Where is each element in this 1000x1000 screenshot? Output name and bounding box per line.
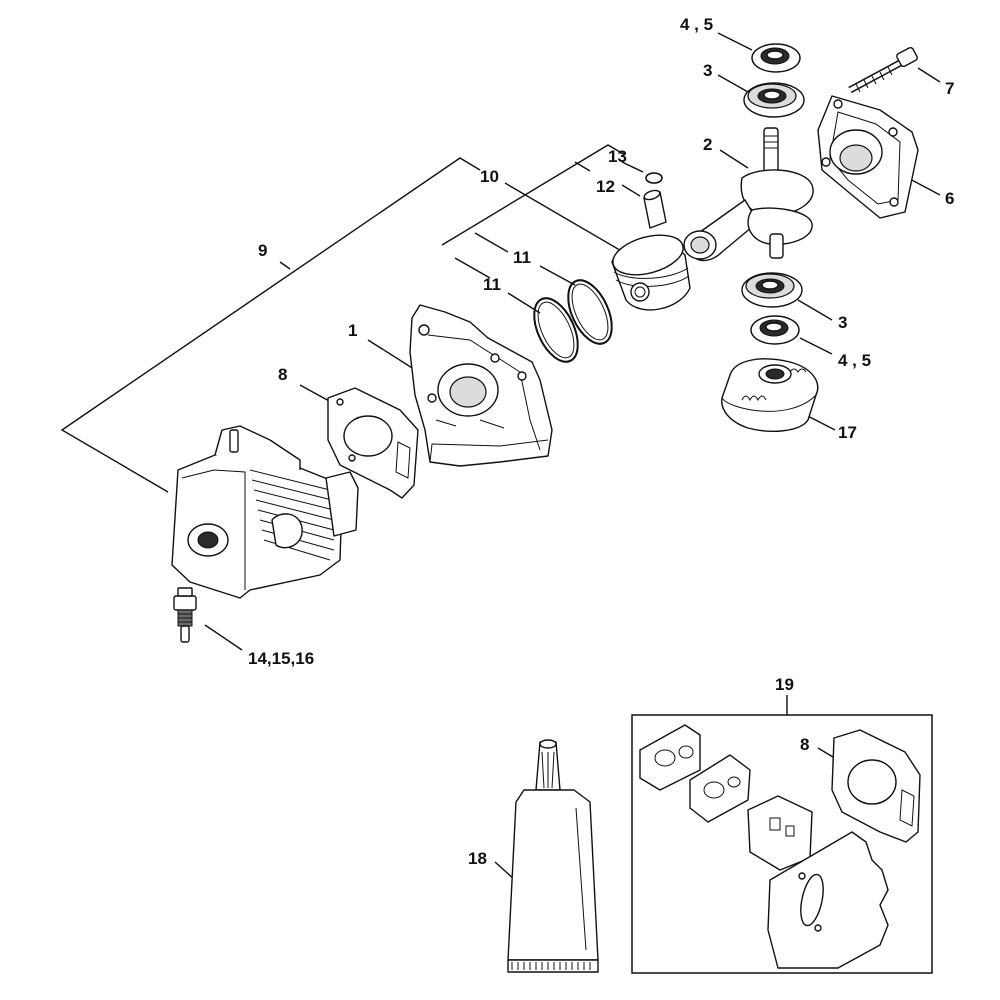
callout-17: 17 [838,423,857,442]
callout-labels: 4 , 5 3 7 2 6 13 12 10 9 11 11 3 1 4 , 5… [248,15,954,868]
callout-19: 19 [775,675,794,694]
callout-12: 12 [596,177,615,196]
callout-3-bottom: 3 [838,313,847,332]
callout-1: 1 [348,321,357,340]
piston-rings [533,279,613,363]
callout-6: 6 [945,189,954,208]
callout-18: 18 [468,849,487,868]
callout-4-5-top: 4 , 5 [680,15,713,34]
circlip [645,172,663,184]
ball-bearing-top [743,82,805,118]
sealant-tube [507,739,599,973]
callout-7: 7 [945,79,954,98]
callout-3-top: 3 [703,61,712,80]
clutch [721,358,819,432]
piston [611,234,691,311]
callout-4-5-bottom: 4 , 5 [838,351,871,370]
oil-seal-bottom [750,315,800,345]
callout-10: 10 [480,167,499,186]
spark-plug [173,587,197,643]
cylinder [171,425,359,599]
callout-14-15-16: 14,15,16 [248,649,314,668]
oil-seal-top [751,43,801,73]
gasket-kit [631,714,933,974]
callout-11-a: 11 [513,248,531,267]
cylinder-gasket [327,387,419,499]
callout-8-main: 8 [278,365,287,384]
crankshaft [683,127,814,262]
callout-2: 2 [703,135,712,154]
crankcase-cover [817,95,919,219]
piston-pin [643,189,667,229]
gasket-kit-frame [631,714,933,974]
callout-11-b: 11 [483,275,501,294]
crankcase [409,304,553,467]
screw [848,46,918,94]
callout-13: 13 [608,147,627,166]
ball-bearing-bottom [741,272,803,308]
callout-8-kit: 8 [800,735,809,754]
callout-9: 9 [258,241,267,260]
